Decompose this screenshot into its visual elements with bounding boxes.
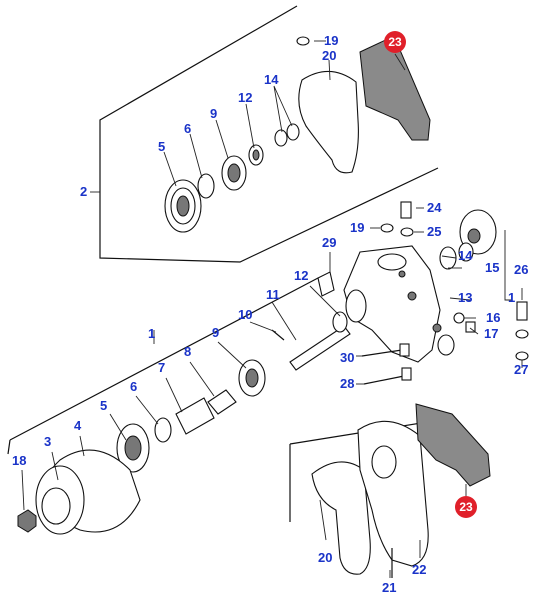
callout-6-upper: 6 bbox=[184, 121, 191, 136]
impeller-15 bbox=[459, 209, 497, 255]
callout-29: 29 bbox=[322, 235, 336, 250]
bolt-28-head bbox=[401, 367, 412, 381]
upper-snap-ring-6 bbox=[197, 173, 215, 199]
callout-5-lower: 5 bbox=[100, 398, 107, 413]
callout-23-lower: 23 bbox=[459, 500, 473, 514]
upper-seal-12 bbox=[248, 144, 264, 166]
callout-24: 24 bbox=[427, 200, 442, 215]
upper-seal-14a bbox=[274, 129, 288, 147]
lower-bearing-9 bbox=[238, 359, 266, 397]
callout-1-right: 1 bbox=[508, 290, 515, 305]
pump-housing bbox=[343, 245, 455, 363]
lower-gasket-23 bbox=[415, 403, 491, 487]
callout-23-lower-marker bbox=[455, 496, 477, 518]
pulley-4 bbox=[35, 449, 141, 535]
lower-bearing-5 bbox=[116, 423, 150, 473]
shaft-11 bbox=[289, 325, 351, 371]
callout-23-upper-marker bbox=[384, 31, 406, 53]
upper-gasket-20 bbox=[298, 70, 359, 174]
upper-gasket-23 bbox=[359, 35, 431, 141]
nut-18 bbox=[17, 509, 37, 533]
callout-19-upper: 19 bbox=[324, 33, 338, 48]
callout-12-upper: 12 bbox=[238, 90, 252, 105]
plug-24 bbox=[400, 201, 412, 219]
sleeve-7 bbox=[175, 397, 215, 435]
spacer-8 bbox=[207, 389, 237, 415]
leader-lines bbox=[21, 40, 523, 578]
callout-18: 18 bbox=[12, 453, 26, 468]
washer-25 bbox=[400, 227, 414, 237]
o-ring-19-lower bbox=[380, 223, 394, 233]
plug-17 bbox=[465, 321, 476, 333]
washer-27a bbox=[515, 329, 529, 339]
upper-bearing-5 bbox=[164, 179, 202, 233]
callout-5-upper: 5 bbox=[158, 139, 165, 154]
callout-26: 26 bbox=[514, 262, 528, 277]
callout-8: 8 bbox=[184, 344, 191, 359]
callout-4: 4 bbox=[74, 418, 82, 433]
callout-9-upper: 9 bbox=[210, 106, 217, 121]
callout-3: 3 bbox=[44, 434, 51, 449]
fitting-26 bbox=[516, 301, 528, 321]
callout-14-right: 14 bbox=[458, 248, 473, 263]
callout-14-upper: 14 bbox=[264, 72, 279, 87]
callout-9-lower: 9 bbox=[212, 325, 219, 340]
kit-2-outline bbox=[99, 5, 439, 263]
plug-16 bbox=[453, 312, 465, 324]
cover-22-bore bbox=[371, 445, 397, 479]
callout-16: 16 bbox=[486, 310, 500, 325]
callout-15: 15 bbox=[485, 260, 499, 275]
callout-12-lower: 12 bbox=[294, 268, 308, 283]
callout-27: 27 bbox=[514, 362, 528, 377]
kit-1-line bbox=[7, 277, 319, 455]
o-ring-19-upper bbox=[296, 36, 310, 46]
callout-20-upper: 20 bbox=[322, 48, 336, 63]
upper-seal-14b bbox=[286, 123, 300, 141]
callout-11: 11 bbox=[266, 287, 280, 302]
upper-bearing-9 bbox=[221, 155, 247, 191]
callout-6-lower: 6 bbox=[130, 379, 137, 394]
callout-25: 25 bbox=[427, 224, 441, 239]
callout-2: 2 bbox=[80, 184, 87, 199]
bolt-30 bbox=[361, 349, 403, 357]
callout-23-upper: 23 bbox=[388, 35, 402, 49]
callout-22: 22 bbox=[412, 562, 426, 577]
bolt-30-head bbox=[399, 343, 410, 357]
callout-10: 10 bbox=[238, 307, 252, 322]
callout-19-lower: 19 bbox=[350, 220, 364, 235]
callout-30: 30 bbox=[340, 350, 354, 365]
callout-20-lower: 20 bbox=[318, 550, 332, 565]
callout-13: 13 bbox=[458, 290, 472, 305]
washer-27b bbox=[515, 351, 529, 361]
lower-gasket-20 bbox=[311, 461, 371, 575]
callout-7: 7 bbox=[158, 360, 165, 375]
callout-17: 17 bbox=[484, 326, 498, 341]
callout-28: 28 bbox=[340, 376, 354, 391]
callout-21: 21 bbox=[382, 580, 396, 595]
stud-29 bbox=[317, 271, 335, 297]
bolt-28 bbox=[363, 375, 405, 385]
seal-14-right bbox=[458, 242, 474, 262]
lower-snap-ring-6 bbox=[154, 417, 172, 443]
callout-1-left: 1 bbox=[148, 326, 155, 341]
lower-seal-12 bbox=[332, 311, 348, 333]
